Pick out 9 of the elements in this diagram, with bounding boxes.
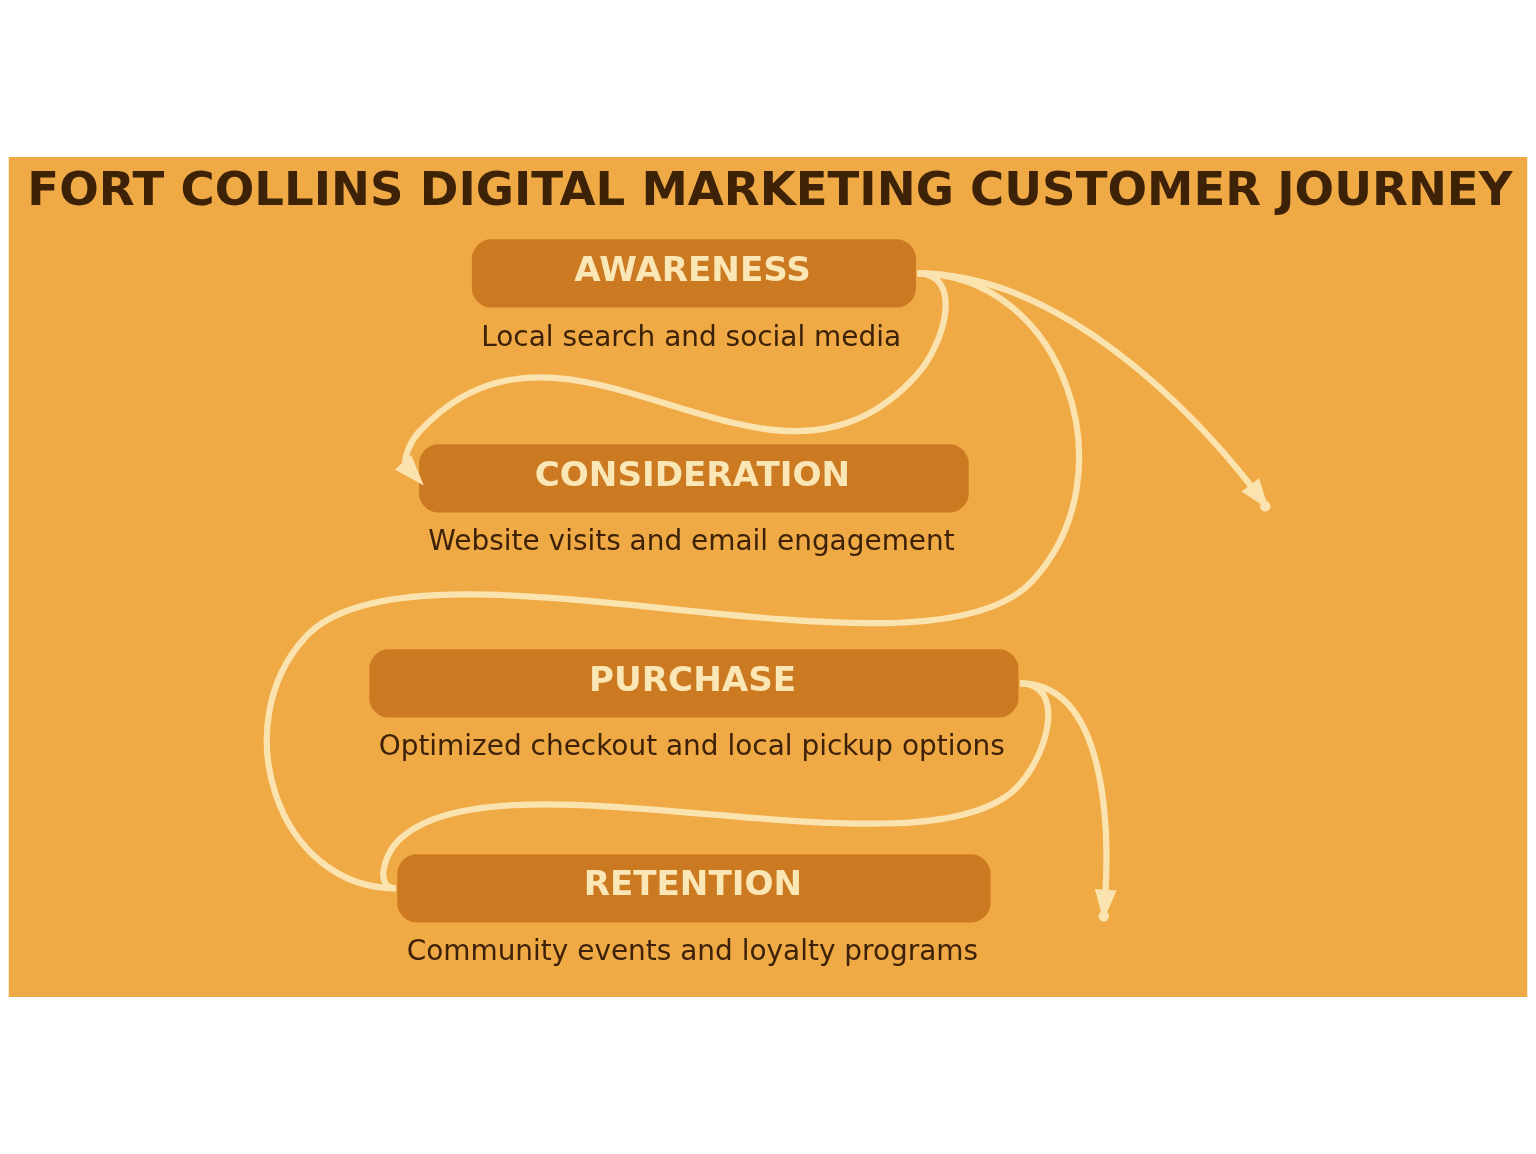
diagram-title: FORT COLLINS DIGITAL MARKETING CUSTOMER JOURNEY: [27, 162, 1513, 217]
node-label: Community events and loyalty programs: [406, 934, 979, 968]
node-label: Website visits and email engagement: [428, 524, 955, 558]
node-label: Optimized checkout and local pickup options: [378, 729, 1005, 763]
node-box: RETENTION: [397, 854, 991, 923]
node-box: CONSIDERATION: [419, 444, 969, 513]
node-box: AWARENESS: [471, 239, 916, 308]
node-label: Local search and social media: [481, 319, 902, 353]
node-box: PURCHASE: [369, 649, 1019, 718]
